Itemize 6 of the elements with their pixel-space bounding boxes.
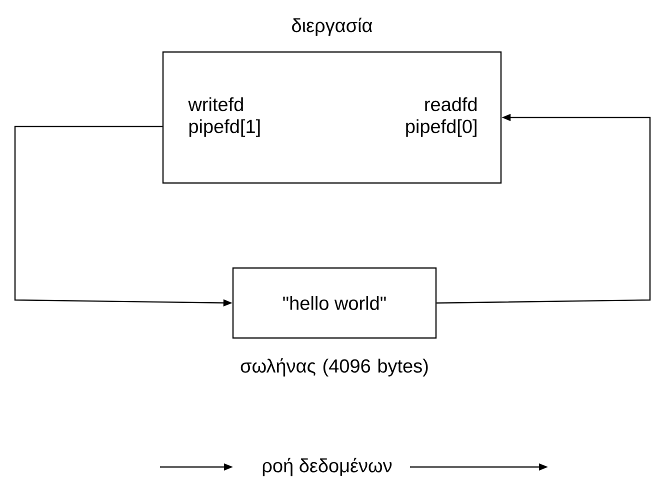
fd-label: readfd pipefd[0] [406, 97, 477, 137]
fd-label: writefd pipefd[1] [188, 97, 260, 137]
process-title: διεργασία [292, 18, 372, 36]
legend-label: ροή δεδομένων [262, 458, 392, 476]
pipe-caption: σωλήνας (4096 bytes) [240, 358, 428, 376]
pipe-content: "hello world" [283, 296, 386, 310]
